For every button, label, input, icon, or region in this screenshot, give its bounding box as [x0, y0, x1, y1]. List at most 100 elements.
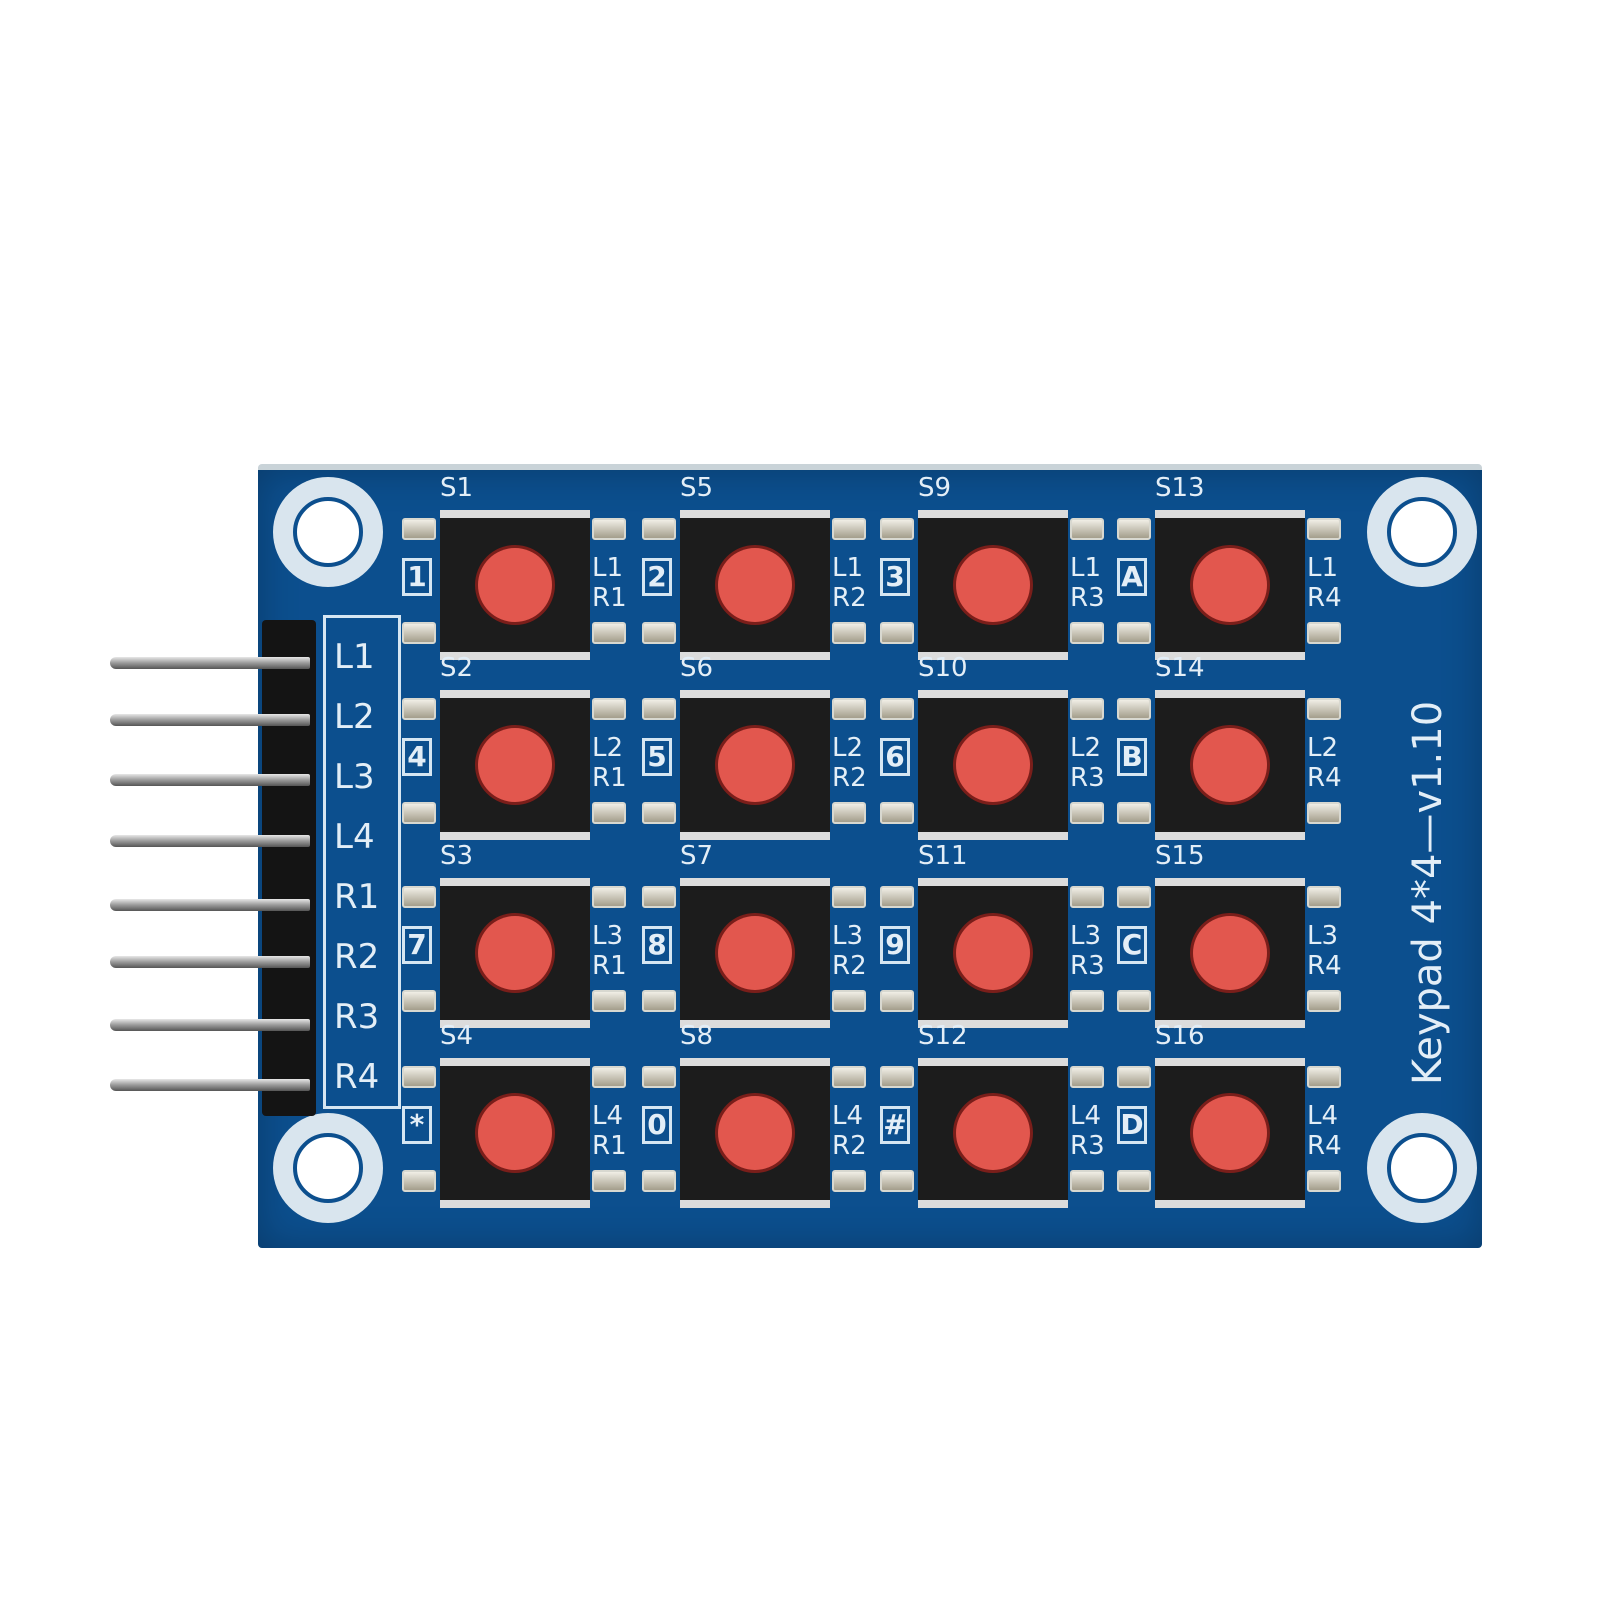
- header-pin-r4[interactable]: [110, 1079, 310, 1091]
- button-cap[interactable]: [1193, 548, 1267, 622]
- button-cap[interactable]: [956, 916, 1030, 990]
- pin-label-box: [323, 615, 401, 1109]
- solder-pad: [402, 698, 436, 720]
- board-label: Keypad 4*4—v1.10: [1405, 700, 1451, 1085]
- tactile-switch[interactable]: [680, 1058, 830, 1208]
- tactile-switch[interactable]: [918, 510, 1068, 660]
- tactile-switch[interactable]: [918, 878, 1068, 1028]
- line-label: L1: [1070, 553, 1102, 583]
- button-cap[interactable]: [718, 1096, 792, 1170]
- header-pin-r1[interactable]: [110, 899, 310, 911]
- tactile-switch[interactable]: [1155, 878, 1305, 1028]
- header-pin-l3[interactable]: [110, 774, 310, 786]
- tactile-switch[interactable]: [918, 690, 1068, 840]
- button-cap[interactable]: [478, 1096, 552, 1170]
- pin-header: [262, 620, 316, 1116]
- solder-pad: [832, 1066, 866, 1088]
- row-label: R4: [1307, 763, 1342, 793]
- mounting-hole-bottom-left: [273, 1113, 383, 1223]
- solder-pad: [1070, 1066, 1104, 1088]
- key-legend: 9: [880, 926, 910, 964]
- button-cap[interactable]: [1193, 1096, 1267, 1170]
- solder-pad: [1070, 622, 1104, 644]
- solder-pad: [1307, 990, 1341, 1012]
- tactile-switch[interactable]: [440, 690, 590, 840]
- tactile-switch[interactable]: [440, 1058, 590, 1208]
- switch-ref-label: S13: [1155, 473, 1205, 503]
- button-cap[interactable]: [718, 728, 792, 802]
- key-legend: 0: [642, 1106, 672, 1144]
- solder-pad: [592, 698, 626, 720]
- line-label: L3: [832, 921, 864, 951]
- button-cap[interactable]: [478, 728, 552, 802]
- button-cap[interactable]: [478, 916, 552, 990]
- solder-pad: [592, 622, 626, 644]
- solder-pad: [592, 990, 626, 1012]
- solder-pad: [1070, 1170, 1104, 1192]
- tactile-switch[interactable]: [680, 878, 830, 1028]
- pin-label: L1: [334, 637, 375, 677]
- solder-pad: [642, 1066, 676, 1088]
- header-pin-r2[interactable]: [110, 956, 310, 968]
- header-pin-r3[interactable]: [110, 1019, 310, 1031]
- solder-pad: [642, 622, 676, 644]
- button-cap[interactable]: [956, 548, 1030, 622]
- switch-ref-label: S3: [440, 841, 474, 871]
- tactile-switch[interactable]: [680, 690, 830, 840]
- solder-pad: [832, 698, 866, 720]
- key-legend: 2: [642, 558, 672, 596]
- button-cap[interactable]: [1193, 728, 1267, 802]
- key-legend: #: [880, 1106, 910, 1144]
- pin-label: R1: [334, 877, 380, 917]
- solder-pad: [402, 1170, 436, 1192]
- tactile-switch[interactable]: [440, 510, 590, 660]
- header-pin-l4[interactable]: [110, 835, 310, 847]
- line-label: L2: [592, 733, 624, 763]
- row-label: R4: [1307, 583, 1342, 613]
- line-label: L3: [1307, 921, 1339, 951]
- switch-ref-label: S8: [680, 1021, 714, 1051]
- switch-ref-label: S14: [1155, 653, 1205, 683]
- row-label: R4: [1307, 1131, 1342, 1161]
- line-label: L2: [832, 733, 864, 763]
- pin-label: L4: [334, 817, 375, 857]
- tactile-switch[interactable]: [440, 878, 590, 1028]
- row-label: R2: [832, 951, 867, 981]
- line-label: L4: [1307, 1101, 1339, 1131]
- button-cap[interactable]: [956, 728, 1030, 802]
- solder-pad: [1117, 1066, 1151, 1088]
- solder-pad: [1117, 1170, 1151, 1192]
- switch-ref-label: S9: [918, 473, 952, 503]
- solder-pad: [592, 1170, 626, 1192]
- key-legend: 4: [402, 738, 432, 776]
- solder-pad: [880, 802, 914, 824]
- button-cap[interactable]: [478, 548, 552, 622]
- solder-pad: [1307, 1170, 1341, 1192]
- solder-pad: [1307, 622, 1341, 644]
- line-label: L1: [1307, 553, 1339, 583]
- tactile-switch[interactable]: [680, 510, 830, 660]
- key-legend: D: [1117, 1106, 1147, 1144]
- switch-ref-label: S4: [440, 1021, 474, 1051]
- header-pin-l2[interactable]: [110, 714, 310, 726]
- row-label: R3: [1070, 763, 1105, 793]
- solder-pad: [1117, 698, 1151, 720]
- button-cap[interactable]: [718, 916, 792, 990]
- row-label: R1: [592, 951, 627, 981]
- key-legend: 8: [642, 926, 672, 964]
- button-cap[interactable]: [956, 1096, 1030, 1170]
- tactile-switch[interactable]: [918, 1058, 1068, 1208]
- button-cap[interactable]: [718, 548, 792, 622]
- switch-ref-label: S2: [440, 653, 474, 683]
- header-pin-l1[interactable]: [110, 657, 310, 669]
- solder-pad: [402, 622, 436, 644]
- tactile-switch[interactable]: [1155, 510, 1305, 660]
- solder-pad: [880, 1170, 914, 1192]
- solder-pad: [832, 622, 866, 644]
- solder-pad: [592, 886, 626, 908]
- button-cap[interactable]: [1193, 916, 1267, 990]
- solder-pad: [592, 518, 626, 540]
- tactile-switch[interactable]: [1155, 1058, 1305, 1208]
- tactile-switch[interactable]: [1155, 690, 1305, 840]
- solder-pad: [1117, 990, 1151, 1012]
